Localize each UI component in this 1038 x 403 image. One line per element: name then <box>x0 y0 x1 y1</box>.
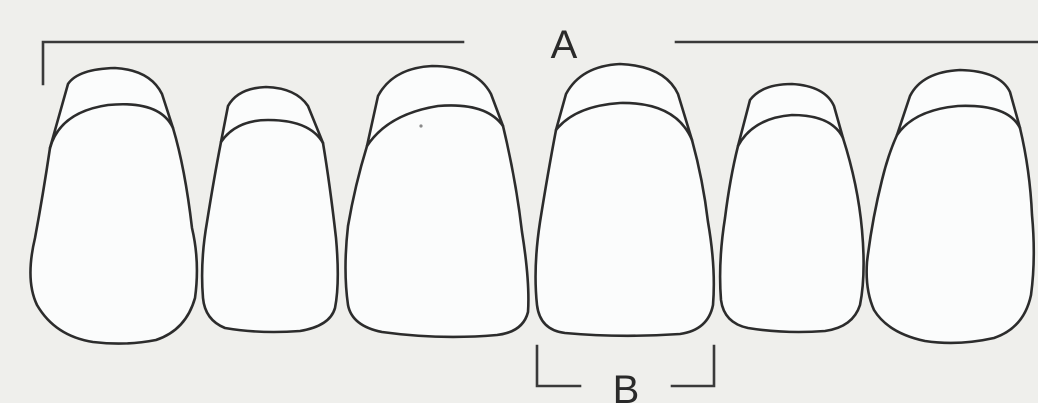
bracket-b-right-segment <box>672 346 714 386</box>
bracket-b-left-segment <box>537 346 580 386</box>
tooth-right-lateral-incisor-outline <box>202 87 338 332</box>
tooth-right-canine-outline <box>30 68 196 344</box>
tooth-right-central-incisor-speck <box>419 124 422 127</box>
tooth-left-canine-outline <box>867 70 1034 343</box>
bracket-a <box>43 42 1038 84</box>
tooth-right-central-incisor <box>346 66 529 337</box>
tooth-right-lateral-incisor <box>202 87 338 332</box>
tooth-left-central-incisor-outline <box>536 64 714 336</box>
tooth-left-central-incisor <box>536 64 714 336</box>
tooth-right-canine <box>30 68 196 344</box>
tooth-left-lateral-incisor-outline <box>720 84 864 332</box>
label-b: B <box>613 368 640 403</box>
tooth-left-canine <box>867 70 1034 343</box>
label-a: A <box>551 23 578 67</box>
tooth-left-lateral-incisor <box>720 84 864 332</box>
